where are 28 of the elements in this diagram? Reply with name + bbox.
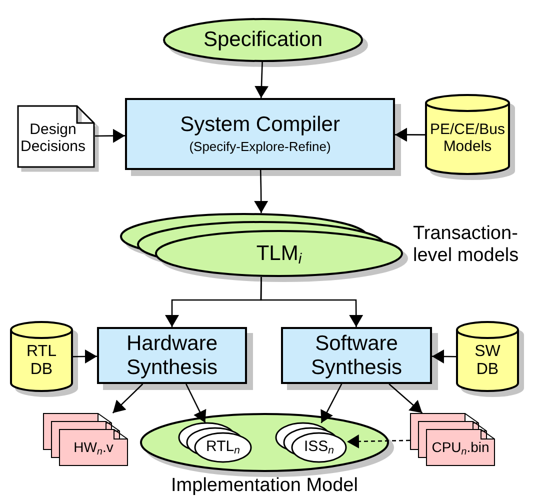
dashed-arrow bbox=[346, 434, 410, 448]
node-label: Specification bbox=[203, 28, 323, 52]
node-label: Software Synthesis bbox=[310, 332, 404, 380]
node-label: ISS$_{n}$ bbox=[304, 439, 334, 456]
node-label: Implementation Model bbox=[171, 474, 358, 496]
node-label: TLM$_{i}$ bbox=[256, 242, 302, 266]
arrow bbox=[432, 350, 456, 364]
arrow bbox=[186, 384, 206, 423]
node-subtitle: (Specify-Explore-Refine) bbox=[189, 140, 331, 155]
arrow bbox=[395, 128, 425, 142]
arrow bbox=[73, 350, 97, 364]
node-label: SW DB bbox=[474, 343, 502, 379]
arrow bbox=[112, 384, 144, 414]
arrow bbox=[254, 170, 268, 213]
arrow bbox=[254, 62, 268, 98]
node-label: RTL DB bbox=[26, 343, 58, 379]
node-label: System Compiler bbox=[180, 113, 340, 137]
node-label: RTL$_{n}$ bbox=[206, 439, 240, 456]
node-label: Design Decisions bbox=[19, 122, 87, 156]
node-label: PE/CE/Bus Models bbox=[428, 122, 506, 156]
node-label: CPU$_{n}$.bin bbox=[432, 440, 490, 456]
arrow bbox=[388, 384, 423, 414]
arrow bbox=[260, 277, 364, 327]
arrow bbox=[95, 128, 125, 143]
node-caption: Transaction-level models bbox=[413, 223, 520, 267]
arrow bbox=[320, 384, 342, 424]
node-label: Hardware Synthesis bbox=[125, 332, 219, 380]
node-label: HW$_{n}$.v bbox=[74, 440, 114, 456]
